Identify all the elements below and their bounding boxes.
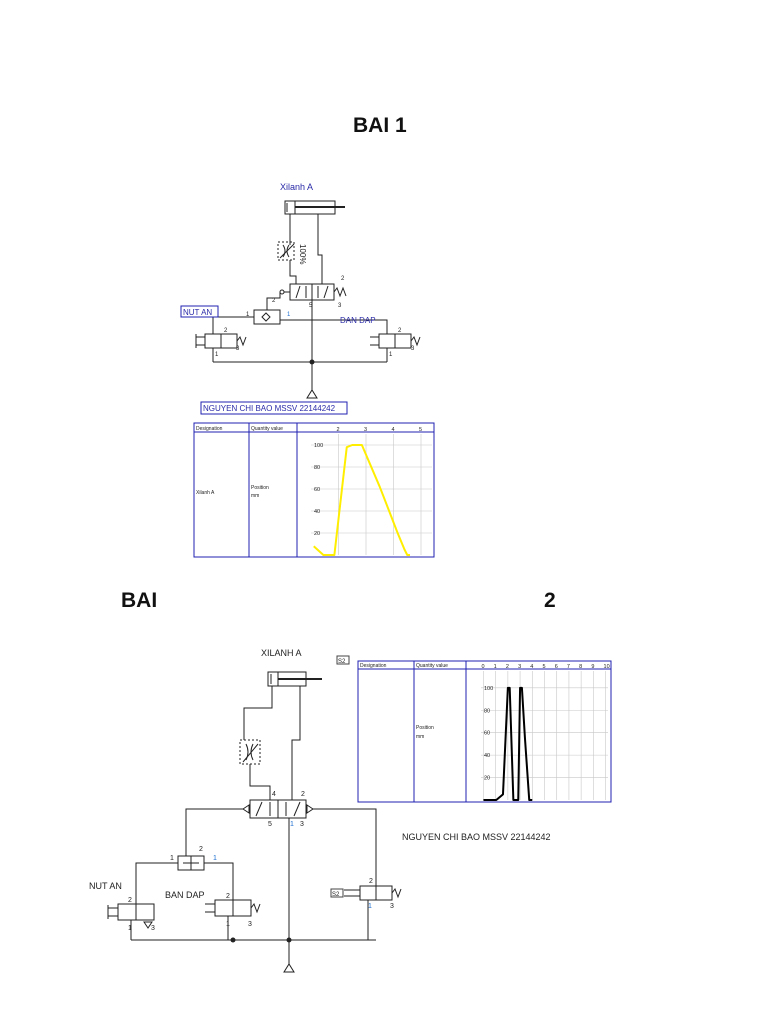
y-tick-label: 80	[314, 465, 320, 471]
port2-label-1-shuttle: 1	[170, 855, 174, 862]
position-chart-2: 0 1 2 3 4 5 6 7 8 9 10 100 80 60 40 20	[481, 664, 610, 801]
cylinder-a2-label: XILANH A	[261, 648, 302, 658]
x-tick-label: 6	[555, 664, 558, 670]
port2-label-1-blue: 1	[290, 821, 294, 828]
row-quantity-line2: mm	[251, 493, 259, 499]
port2-label-2-button: 2	[128, 897, 132, 904]
air-supply-icon-2	[283, 963, 295, 973]
pedal-label: DAN DAP	[340, 316, 376, 325]
button-label-2: NUT AN	[89, 881, 122, 891]
cylinder-a-label: Xilanh A	[280, 182, 313, 192]
port2-label-5: 5	[268, 821, 272, 828]
port2-label-2-pedal: 2	[226, 893, 230, 900]
shuttle-valve	[253, 309, 281, 325]
port-label-2-pedal: 2	[398, 328, 402, 334]
button-label: NUT AN	[183, 308, 212, 317]
row-quantity-line1: Position	[251, 485, 269, 491]
x-tick-label: 2	[506, 664, 509, 670]
x-tick-label: 4	[392, 427, 395, 433]
shuttle-valve-2	[177, 855, 205, 871]
port-label-2-shuttle: 2	[272, 298, 276, 304]
heading-bai-2-word: BAI	[121, 589, 158, 612]
quantity-header-2: Quantity value	[416, 663, 448, 669]
cylinder-a2-body	[267, 671, 307, 687]
port-label-1-shuttle: 1	[246, 312, 250, 318]
port2-label-4: 4	[272, 791, 276, 798]
port2-label-3: 3	[300, 821, 304, 828]
flow-control-valve-2	[239, 739, 261, 765]
port2-label-1-pedal: 1	[226, 921, 230, 928]
y-tick-label: 60	[484, 731, 490, 737]
x-tick-label: 9	[591, 664, 594, 670]
row2-quantity-line2: mm	[416, 734, 424, 740]
x-tick-label: 2	[337, 427, 340, 433]
position-table-1	[193, 422, 435, 558]
x-tick-label: 5	[419, 427, 422, 433]
port-label-2-button: 2	[224, 328, 228, 334]
y-tick-label: 20	[314, 531, 320, 537]
port-label-1-blue: 1	[287, 312, 291, 318]
limit-valve-s2	[359, 885, 393, 901]
port-label-3: 3	[338, 303, 342, 309]
student-label: NGUYEN CHI BAO MSSV 22144242	[203, 404, 336, 413]
port-label-2: 2	[341, 276, 345, 282]
y-tick-label: 40	[314, 509, 320, 515]
position-series-line	[313, 444, 410, 556]
sensor-tag-top: S2	[338, 659, 346, 665]
x-tick-label: 8	[579, 664, 582, 670]
junction-dot	[309, 359, 315, 365]
y-tick-label: 100	[314, 443, 323, 449]
x-tick-label: 4	[530, 664, 533, 670]
quantity-header: Quantity value	[251, 426, 283, 432]
y-tick-label: 80	[484, 708, 490, 714]
x-tick-label: 5	[543, 664, 546, 670]
x-tick-label: 0	[481, 664, 484, 670]
port-label-5: 5	[309, 303, 313, 309]
sensor-tag-right: S2	[332, 892, 340, 898]
flow-valve-label: 100%	[298, 244, 307, 264]
junction-dot-2a	[286, 937, 292, 943]
port2-label-1-limit-blue: 1	[368, 903, 372, 910]
junction-dot-2b	[230, 937, 236, 943]
heading-bai-1: BAI 1	[353, 114, 407, 137]
port-label-1-pedal: 1	[389, 352, 393, 358]
designation-header: Designation	[196, 426, 223, 432]
port2-label-1-button: 1	[128, 925, 132, 932]
x-tick-label: 3	[518, 664, 521, 670]
position-series-line	[483, 686, 533, 801]
pedal-valve-2	[214, 899, 252, 917]
y-tick-label: 20	[484, 776, 490, 782]
designation-header-2: Designation	[360, 663, 387, 669]
x-tick-label: 3	[364, 427, 367, 433]
port2-label-1-shuttle-blue: 1	[213, 855, 217, 862]
position-chart-1: 2 3 4 5 100 80 60 40 20	[311, 427, 432, 556]
position-table-2	[357, 660, 612, 803]
heading-bai-2-number: 2	[544, 589, 556, 612]
port2-label-2: 2	[301, 791, 305, 798]
y-tick-label: 40	[484, 753, 490, 759]
port-label-1-button: 1	[215, 352, 219, 358]
x-tick-label: 7	[567, 664, 570, 670]
port2-label-3-limit: 3	[390, 903, 394, 910]
student-label-2: NGUYEN CHI BAO MSSV 22144242	[402, 832, 551, 842]
row2-quantity-line1: Position	[416, 725, 434, 731]
port2-label-2-shuttle: 2	[199, 846, 203, 853]
port-label-3-pedal: 3	[411, 346, 415, 352]
x-tick-label: 10	[604, 664, 610, 670]
y-tick-label: 60	[314, 487, 320, 493]
main-valve-2	[249, 799, 307, 819]
button-valve-2	[117, 903, 155, 921]
air-supply-icon	[306, 389, 318, 399]
port2-label-2-limit: 2	[369, 878, 373, 885]
row-designation: Xilanh A	[196, 490, 215, 496]
x-tick-label: 1	[494, 664, 497, 670]
port2-label-3-pedal: 3	[248, 921, 252, 928]
flow-control-valve	[277, 241, 295, 261]
pneumatic-diagram-1: Xilanh A 100% NUT AN DAN DAP NGUYEN CHI …	[180, 182, 435, 558]
pedal-label-2: BAN DAP	[165, 890, 205, 900]
y-tick-label: 100	[484, 686, 493, 692]
port2-label-3-button: 3	[151, 925, 155, 932]
port-label-3-button: 3	[236, 346, 240, 352]
